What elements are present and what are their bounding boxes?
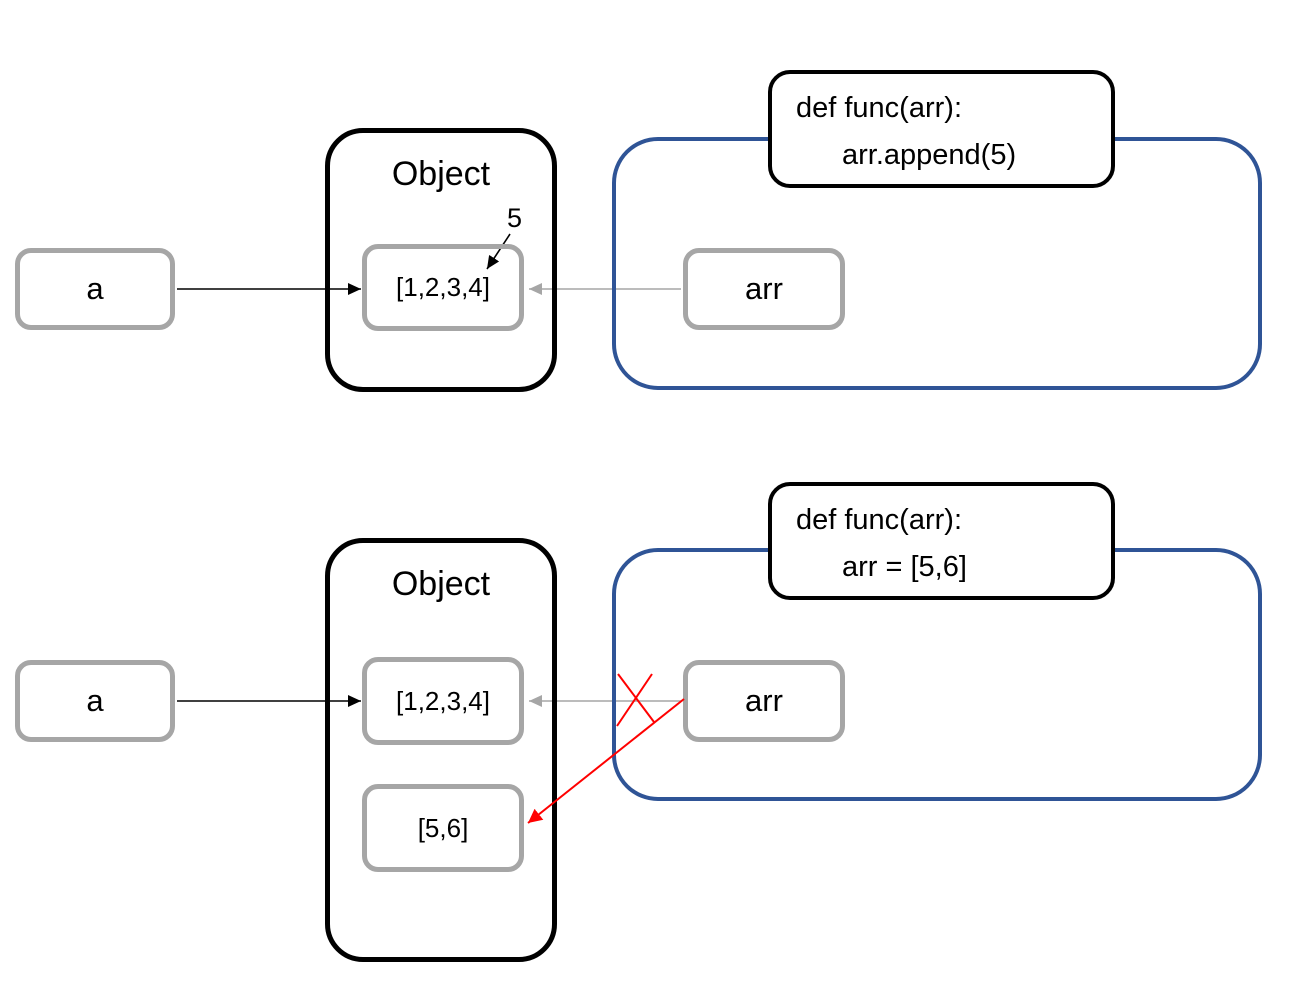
appended-value-label: 5 [507,203,523,233]
variable-arr-box-top: arr [683,248,845,330]
variable-arr-label: arr [745,683,783,718]
code-line-1: def func(arr): [796,92,962,124]
object-frame-top: Object [325,128,557,392]
object-frame-bottom: Object [325,538,557,962]
variable-a-box-bottom: a [15,660,175,742]
list-object-box-top: [1,2,3,4] [362,244,524,331]
list-object-box-bottom: [1,2,3,4] [362,657,524,745]
code-line-2: arr = [5,6] [842,551,967,583]
new-list-object-box: [5,6] [362,784,524,872]
variable-a-label: a [86,683,104,718]
variable-a-box-top: a [15,248,175,330]
code-box-bottom: def func(arr): arr = [5,6] [768,482,1115,600]
new-list-value: [5,6] [417,812,469,843]
object-title: Object [391,565,491,603]
code-line-2: arr.append(5) [842,139,1017,171]
code-line-1: def func(arr): [796,504,962,536]
variable-arr-label: arr [745,271,783,306]
code-box-top: def func(arr): arr.append(5) [768,70,1115,188]
list-value: [1,2,3,4] [396,685,490,716]
variable-a-label: a [86,271,104,306]
list-value: [1,2,3,4] [396,272,490,302]
object-title: Object [391,155,491,193]
variable-arr-box-bottom: arr [683,660,845,742]
